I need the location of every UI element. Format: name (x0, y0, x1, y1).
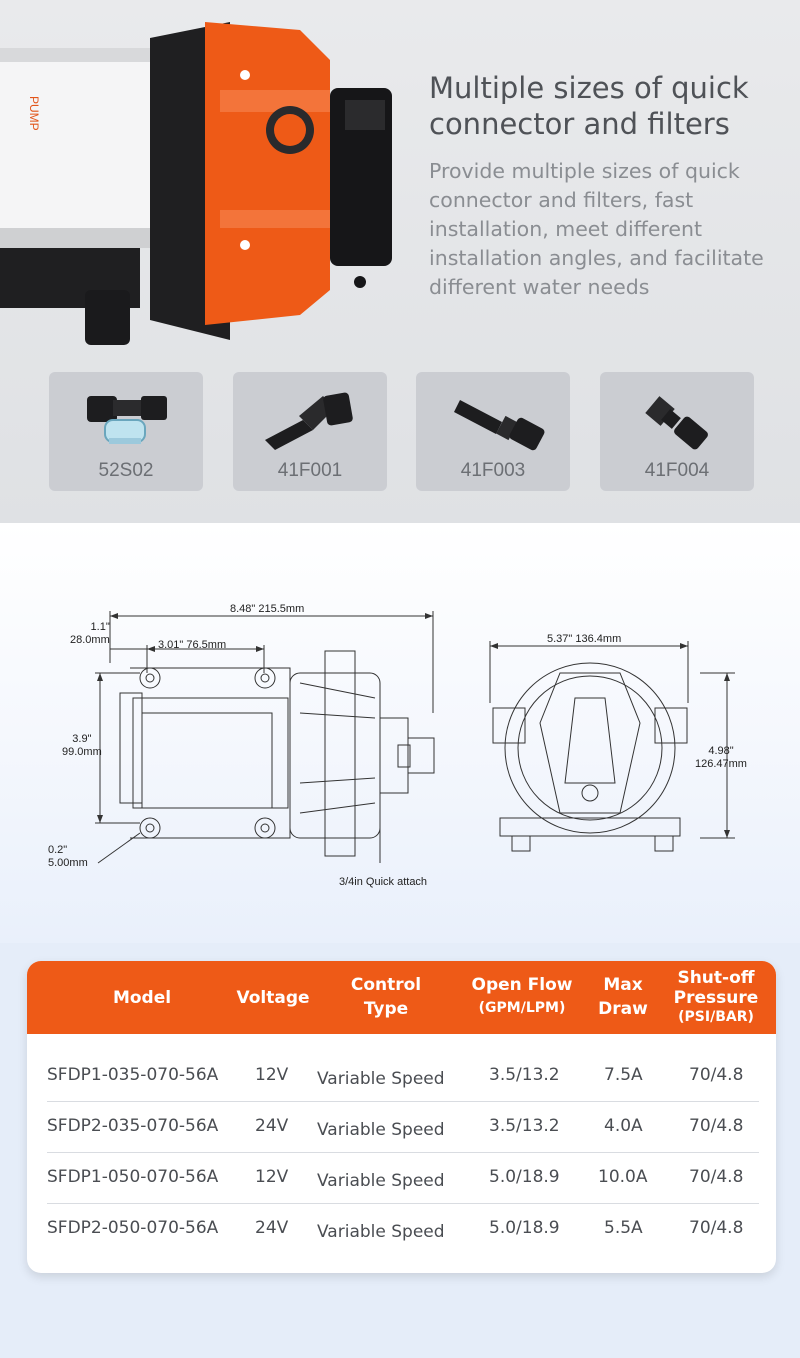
cell-model: SFDP1-050-070-56A (47, 1167, 219, 1187)
cell-model: SFDP2-050-070-56A (47, 1218, 219, 1238)
connector-label: 41F003 (460, 460, 526, 481)
dim-front-height: 4.98"126.47mm (695, 745, 747, 770)
header-voltage: Voltage (236, 988, 310, 1008)
cell-draw: 7.5A (604, 1065, 643, 1085)
dim-front-width: 5.37" 136.4mm (547, 633, 622, 645)
cell-pressure: 70/4.8 (689, 1167, 744, 1187)
pump-image: PUMP (0, 22, 392, 345)
cell-control: Variable Speed (317, 1222, 445, 1242)
cell-control: Variable Speed (317, 1171, 445, 1191)
section-title: Multiple sizes of quick connector and fi… (429, 71, 749, 141)
cell-control: Variable Speed (317, 1120, 445, 1140)
dim-hole: 0.2"5.00mm (48, 844, 88, 869)
cell-pressure: 70/4.8 (689, 1065, 744, 1085)
cell-voltage: 24V (255, 1218, 289, 1238)
header-model: Model (112, 988, 172, 1008)
connector-card-41f004: 41F004 (600, 372, 754, 491)
cell-voltage: 12V (255, 1167, 289, 1187)
cell-pressure: 70/4.8 (689, 1218, 744, 1238)
connector-card-41f001: 41F001 (233, 372, 387, 491)
cell-draw: 10.0A (598, 1167, 648, 1187)
cell-flow: 5.0/18.9 (489, 1218, 560, 1238)
table-row: SFDP1-050-070-56A 12V Variable Speed 5.0… (47, 1153, 759, 1204)
cell-voltage: 12V (255, 1065, 289, 1085)
cell-flow: 3.5/13.2 (489, 1065, 560, 1085)
section-description: Provide multiple sizes of quick connecto… (429, 159, 764, 299)
row-divider (47, 1152, 759, 1153)
cell-flow: 3.5/13.2 (489, 1116, 560, 1136)
dim-mount: 3.01" 76.5mm (158, 639, 227, 651)
cell-model: SFDP1-035-070-56A (47, 1065, 219, 1085)
threaded-connector-icon (645, 396, 708, 450)
svg-text:PUMP: PUMP (27, 96, 41, 131)
cell-draw: 5.5A (604, 1218, 643, 1238)
dim-quick-attach: 3/4in Quick attach (339, 876, 428, 888)
table-row: SFDP1-035-070-56A 12V Variable Speed 3.5… (47, 1051, 759, 1102)
connector-label: 41F004 (644, 460, 710, 481)
table-row: SFDP2-035-070-56A 24V Variable Speed 3.5… (47, 1102, 759, 1153)
connector-cards: 52S02 41F001 41F003 (49, 372, 755, 492)
straight-barb-connector-icon (454, 400, 545, 451)
dim-length: 8.48" 215.5mm (230, 603, 305, 615)
connector-card-52s02: 52S02 (49, 372, 203, 491)
dim-height: 3.9"99.0mm (62, 733, 102, 758)
elbow-connector-icon (265, 392, 353, 450)
cell-pressure: 70/4.8 (689, 1116, 744, 1136)
connector-card-41f003: 41F003 (416, 372, 570, 491)
cell-control: Variable Speed (317, 1069, 445, 1089)
cell-model: SFDP2-035-070-56A (47, 1116, 219, 1136)
strainer-icon (87, 396, 167, 444)
side-view-drawing (95, 611, 735, 864)
dim-offset: 1.1"28.0mm (70, 621, 110, 646)
connector-label: 52S02 (98, 460, 154, 481)
cell-flow: 5.0/18.9 (489, 1167, 560, 1187)
cell-draw: 4.0A (604, 1116, 643, 1136)
dimension-drawings: 8.48" 215.5mm 1.1"28.0mm 3.01" 76.5mm 3.… (0, 523, 800, 943)
row-divider (47, 1101, 759, 1102)
cell-voltage: 24V (255, 1116, 289, 1136)
connector-label: 41F001 (277, 460, 343, 481)
row-divider (47, 1203, 759, 1204)
header-open-flow: Open Flow(GPM/LPM) (471, 975, 573, 1016)
table-row: SFDP2-050-070-56A 24V Variable Speed 5.0… (47, 1204, 759, 1255)
connector-section: PUMP Multiple sizes of quick connector a… (0, 0, 800, 523)
